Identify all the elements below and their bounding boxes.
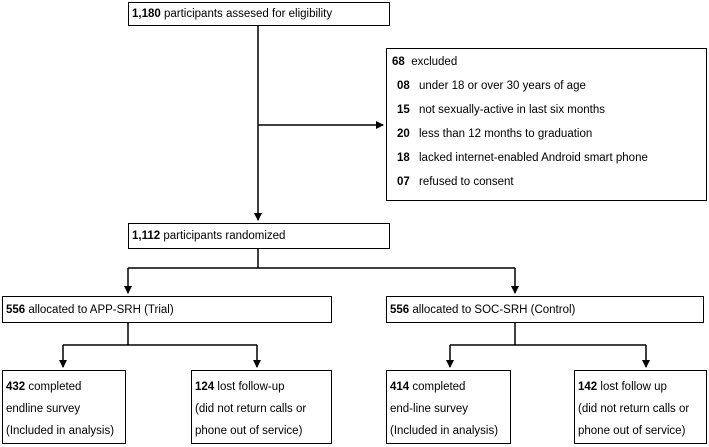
control-lost-box: 142 lost follow up (did not return calls… xyxy=(574,370,707,444)
exclusion-reason-label: not sexually-active in last six months xyxy=(419,104,605,116)
trial-lost-line3: phone out of service) xyxy=(195,425,303,437)
trial-completed-line3: (Included in analysis) xyxy=(6,425,115,437)
assessed-count: 1,180 xyxy=(132,8,161,20)
exclusion-reason-label: lacked internet-enabled Android smart ph… xyxy=(419,152,648,164)
exclusion-reason-count: 08 xyxy=(397,80,410,92)
control-completed-box: 414 completed end-line survey (Included … xyxy=(386,370,511,444)
exclusion-reason: 20 less than 12 months to graduation xyxy=(397,127,706,141)
trial-completed-line2: endline survey xyxy=(6,403,81,415)
exclusion-reason: 18 lacked internet-enabled Android smart … xyxy=(397,151,706,165)
exclusion-reason-count: 07 xyxy=(397,176,410,188)
trial-completed-count: 432 xyxy=(6,381,26,393)
exclusion-reason: 15 not sexually-active in last six months xyxy=(397,103,706,117)
exclusion-reason-label: less than 12 months to graduation xyxy=(419,128,593,140)
control-lost-count: 142 xyxy=(578,381,598,393)
trial-lost-box: 124 lost follow-up (did not return calls… xyxy=(191,370,332,444)
exclusion-reason: 08 under 18 or over 30 years of age xyxy=(397,79,706,93)
control-count: 556 xyxy=(390,304,410,316)
excluded-label: excluded xyxy=(411,56,458,68)
exclusion-reason-count: 20 xyxy=(397,128,410,140)
trial-lost-line1: lost follow-up xyxy=(217,381,285,393)
trial-count: 556 xyxy=(6,304,26,316)
control-completed-line2: end-line survey xyxy=(390,403,468,415)
excluded-box: 68 excluded 08 under 18 or over 30 years … xyxy=(386,48,707,201)
control-lost-line1: lost follow up xyxy=(600,381,667,393)
control-completed-line1: completed xyxy=(412,381,466,393)
randomized-label: participants randomized xyxy=(163,230,286,242)
randomized-box: 1,112 participants randomized xyxy=(128,223,390,249)
exclusion-reason: 07 refused to consent xyxy=(397,175,706,189)
control-completed-count: 414 xyxy=(390,381,410,393)
control-lost-line3: phone out of service) xyxy=(578,425,686,437)
control-lost-line2: (did not return calls or xyxy=(578,403,690,415)
trial-label: allocated to APP-SRH (Trial) xyxy=(28,304,174,316)
exclusion-reason-count: 15 xyxy=(397,104,410,116)
trial-allocation-box: 556 allocated to APP-SRH (Trial) xyxy=(2,296,332,323)
assessed-box: 1,180 participants assesed for eligibili… xyxy=(128,2,390,26)
control-completed-line3: (Included in analysis) xyxy=(390,425,499,437)
exclusion-reason-label: under 18 or over 30 years of age xyxy=(419,80,586,92)
exclusion-reason-count: 18 xyxy=(397,152,410,164)
randomized-count: 1,112 xyxy=(132,230,161,242)
control-label: allocated to SOC-SRH (Control) xyxy=(412,304,576,316)
trial-lost-line2: (did not return calls or xyxy=(195,403,307,415)
control-allocation-box: 556 allocated to SOC-SRH (Control) xyxy=(386,296,704,323)
trial-completed-box: 432 completed endline survey (Included i… xyxy=(2,370,126,444)
trial-completed-line1: completed xyxy=(28,381,82,393)
trial-lost-count: 124 xyxy=(195,381,215,393)
exclusion-reason-label: refused to consent xyxy=(419,176,514,188)
excluded-count: 68 xyxy=(392,56,405,68)
assessed-label: participants assesed for eligibility xyxy=(163,8,333,20)
